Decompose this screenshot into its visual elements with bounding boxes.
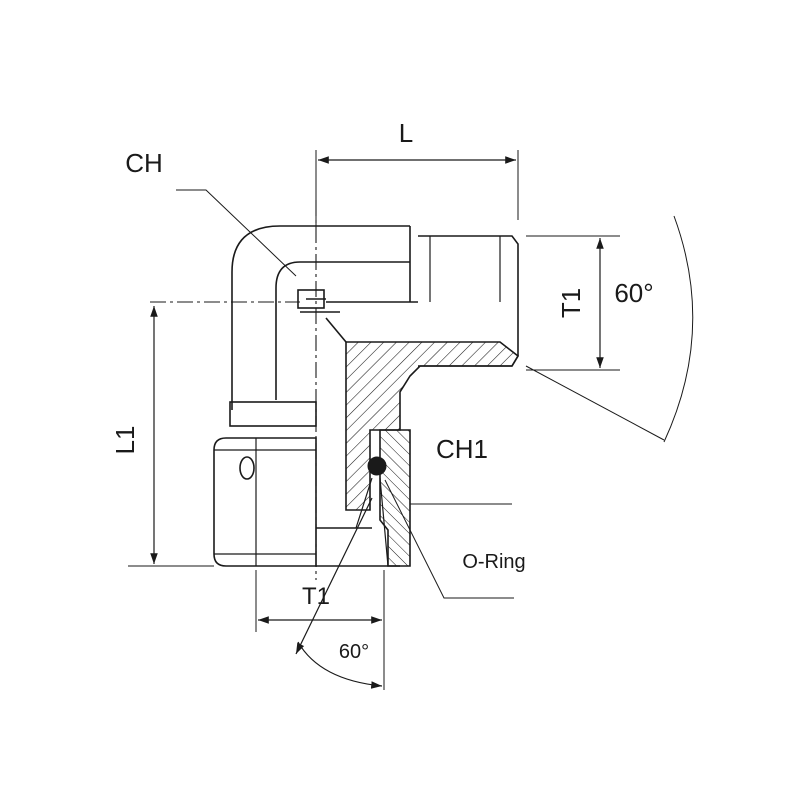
hatched-section: [345, 341, 520, 511]
label-CH: CH: [125, 148, 163, 178]
label-T1-right: T1: [556, 288, 586, 318]
callout-o-ring: O-Ring: [384, 479, 526, 599]
dimension-L1: L1: [110, 306, 214, 567]
label-angle-right: 60°: [614, 278, 653, 308]
label-T1-bottom: T1: [302, 583, 330, 610]
nut-hole: [239, 456, 255, 480]
dimension-L: L: [315, 118, 519, 232]
callout-CH: CH: [125, 148, 297, 277]
label-angle-bottom: 60°: [339, 641, 369, 663]
dimension-T1-right: T1 60°: [525, 215, 694, 443]
label-o-ring: O-Ring: [462, 551, 525, 573]
collar-ring: [229, 401, 317, 427]
dimension-T1-bottom: T1 60°: [255, 497, 385, 690]
label-L1: L1: [110, 426, 140, 455]
label-CH1: CH1: [436, 434, 488, 464]
label-L: L: [399, 118, 413, 148]
elbow-body: [231, 225, 418, 410]
male-thread-right: [325, 235, 520, 511]
